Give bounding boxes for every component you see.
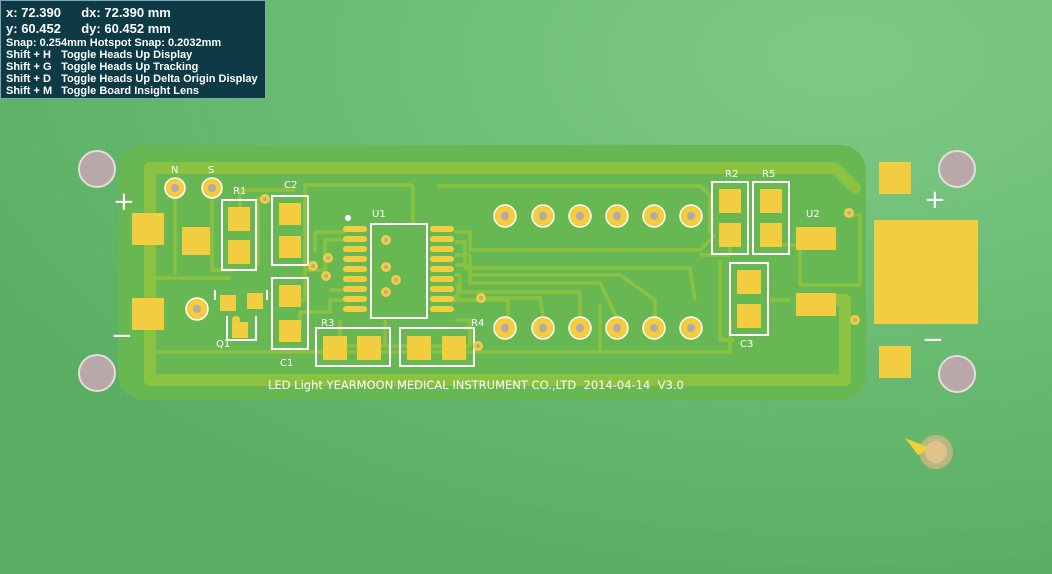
dy-label: dy: [81,21,101,36]
shortcut-action: Toggle Heads Up Display [61,49,193,61]
hud-shortcut: Shift + G Toggle Heads Up Tracking [6,61,265,73]
u1-pin1-marker [345,215,351,221]
hud-x-row: x: 72.390 dx: 72.390 mm [6,5,265,21]
via-holes [263,197,857,348]
shortcut-action: Toggle Board Insight Lens [61,85,199,97]
dy-value: 60.452 [104,21,145,36]
y-label: y: [6,21,18,36]
designator-c3: C3 [740,339,753,350]
hud-shortcut: Shift + D Toggle Heads Up Delta Origin D… [6,73,265,85]
dx-label: dx: [81,5,101,20]
u1-pins [343,226,454,312]
hud-y-row: y: 60.452 dy: 60.452 mm [6,21,265,37]
hud-shortcut: Shift + M Toggle Board Insight Lens [6,85,265,97]
designator-c2: C2 [284,180,297,191]
shortcut-action: Toggle Heads Up Delta Origin Display [61,73,258,85]
designator-r1: R1 [233,186,246,197]
hole-centers [171,184,695,332]
heads-up-display: x: 72.390 dx: 72.390 mm y: 60.452 dy: 60… [0,0,266,99]
shortcut-key: Shift + G [6,61,52,73]
y-unit: mm [147,21,171,36]
designator-q1: Q1 [216,339,230,350]
right-minus-mark: − [922,325,944,355]
shortcut-key: Shift + H [6,49,51,61]
hud-snap-info: Snap: 0.254mm Hotspot Snap: 0.2032mm [6,37,222,49]
silkscreen-label: LED Light YEARMOON MEDICAL INSTRUMENT CO… [268,378,684,392]
shortcut-key: Shift + M [6,85,53,97]
designator-r4: R4 [471,318,484,329]
designator-u1: U1 [372,209,386,220]
y-value: 60.452 [21,21,61,36]
cursor-pointer-icon [905,435,953,469]
hud-shortcut: Shift + H Toggle Heads Up Display [6,49,265,61]
designator-n: N [171,165,178,176]
designators: N S R1 C2 U1 Q1 C1 R3 R4 R2 R5 U2 C3 [171,165,820,369]
designator-r3: R3 [321,318,334,329]
x-unit: mm [147,5,171,20]
smd-pads [132,162,978,378]
left-plus-mark: + [113,187,135,217]
x-value: 72.390 [21,5,61,20]
left-minus-mark: − [111,321,133,351]
component-outlines [214,181,790,367]
shortcut-key: Shift + D [6,73,51,85]
right-plus-mark: + [924,185,946,215]
designator-r2: R2 [725,169,738,180]
designator-u2: U2 [806,209,820,220]
mounting-holes [78,150,976,393]
designator-s: S [208,165,214,176]
designator-r5: R5 [762,169,775,180]
designator-c1: C1 [280,358,293,369]
x-label: x: [6,5,18,20]
shortcut-action: Toggle Heads Up Tracking [61,61,199,73]
dx-value: 72.390 [104,5,145,20]
polarity-marks: + − + − [111,185,946,355]
